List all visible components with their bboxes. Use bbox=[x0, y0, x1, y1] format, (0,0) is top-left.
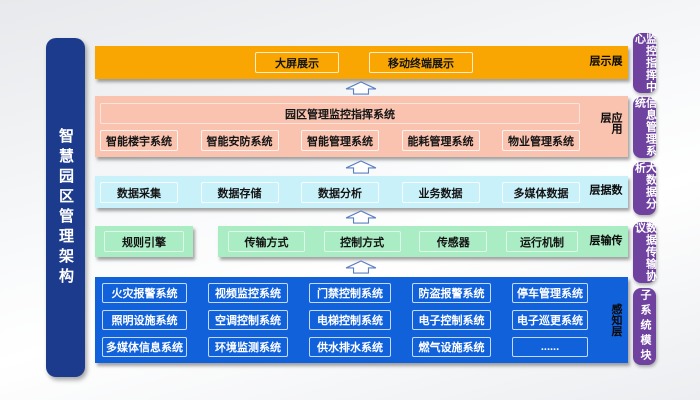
trans-item: 运行机制 bbox=[505, 231, 578, 252]
trans-items: 传输方式 控制方式 传感器 运行机制 bbox=[228, 231, 578, 252]
data-item: 业务数据 bbox=[401, 182, 480, 203]
sense-item: ...... bbox=[512, 337, 588, 357]
layer-label-perception: 感知层 bbox=[610, 303, 622, 337]
sense-item: 空调控制系统 bbox=[208, 310, 288, 330]
sense-grid: 火灾报警系统 视频监控系统 门禁控制系统 防盗报警系统 停车管理系统 照明设施系… bbox=[102, 283, 588, 357]
sense-item: 停车管理系统 bbox=[512, 283, 588, 303]
sense-item: 电子巡更系统 bbox=[512, 310, 588, 330]
tag-label: 信息管理系统 bbox=[633, 97, 657, 157]
app-item: 智能楼宇系统 bbox=[100, 130, 178, 151]
sense-item: 照明设施系统 bbox=[102, 310, 187, 330]
data-item: 多媒体数据 bbox=[502, 182, 580, 203]
layer-band-perception: 火灾报警系统 视频监控系统 门禁控制系统 防盗报警系统 停车管理系统 照明设施系… bbox=[95, 277, 628, 363]
sense-item: 环境监测系统 bbox=[208, 337, 288, 357]
app-item: 能耗管理系统 bbox=[401, 130, 480, 151]
data-item: 数据采集 bbox=[100, 182, 178, 203]
rule-engine-label: 规则引擎 bbox=[104, 231, 184, 252]
rule-engine-box: 规则引擎 bbox=[95, 226, 193, 257]
diagram-title-banner: 智慧园区管理架构 bbox=[46, 38, 85, 377]
layer-label-data: 数据层 bbox=[588, 184, 622, 195]
app-items: 智能楼宇系统 智能安防系统 智能管理系统 能耗管理系统 物业管理系统 bbox=[100, 130, 580, 151]
sense-item: 防盗报警系统 bbox=[412, 283, 491, 303]
data-items: 数据采集 数据存储 数据分析 业务数据 多媒体数据 bbox=[100, 182, 580, 203]
up-arrow-icon bbox=[344, 260, 378, 274]
tag-label: 监控指挥中心 bbox=[633, 33, 657, 93]
trans-item: 控制方式 bbox=[323, 231, 401, 252]
sense-item: 视频监控系统 bbox=[208, 283, 288, 303]
layer-label-transmission: 传输层 bbox=[588, 233, 622, 245]
sense-item: 电子控制系统 bbox=[412, 310, 491, 330]
trans-item: 传输方式 bbox=[228, 231, 305, 252]
layer-band-display: 大屏展示 移动终端展示 展示层 bbox=[95, 46, 628, 79]
tag-label: 大数据分析 bbox=[633, 162, 657, 210]
app-item: 智能管理系统 bbox=[301, 130, 379, 151]
up-arrow-icon bbox=[344, 210, 378, 224]
display-item: 大屏展示 bbox=[255, 52, 339, 73]
sense-item: 燃气设施系统 bbox=[412, 337, 491, 357]
tag-data-protocol: 数据传输协议 bbox=[633, 222, 657, 283]
tag-label: 数据传输协议 bbox=[633, 222, 657, 282]
tag-subsystem-module: 子系统模块 bbox=[633, 288, 656, 365]
data-item: 数据存储 bbox=[200, 182, 279, 203]
sense-item: 火灾报警系统 bbox=[102, 283, 187, 303]
app-header-box: 园区管理监控指挥系统 bbox=[100, 103, 580, 124]
up-arrow-icon bbox=[344, 81, 378, 95]
display-items: 大屏展示 移动终端展示 bbox=[255, 52, 473, 73]
sense-item: 多媒体信息系统 bbox=[102, 337, 187, 357]
display-item: 移动终端展示 bbox=[369, 52, 473, 73]
sense-item: 电梯控制系统 bbox=[309, 310, 391, 330]
app-item: 物业管理系统 bbox=[502, 130, 580, 151]
layer-band-application: 园区管理监控指挥系统 智能楼宇系统 智能安防系统 智能管理系统 能耗管理系统 物… bbox=[95, 96, 628, 157]
layer-label-display: 展示层 bbox=[588, 54, 622, 66]
tag-info-mgmt-system: 信息管理系统 bbox=[633, 97, 657, 158]
sense-item: 门禁控制系统 bbox=[309, 283, 391, 303]
tag-bigdata-analysis: 大数据分析 bbox=[633, 162, 657, 215]
layer-band-data: 数据采集 数据存储 数据分析 业务数据 多媒体数据 数据层 bbox=[95, 176, 628, 208]
tag-label: 子系统模块 bbox=[639, 289, 651, 364]
app-item: 智能安防系统 bbox=[200, 130, 279, 151]
trans-item: 传感器 bbox=[419, 231, 488, 252]
up-arrow-icon bbox=[344, 160, 378, 174]
sense-item: 供水排水系统 bbox=[309, 337, 391, 357]
layer-label-application: 应用层 bbox=[599, 111, 622, 134]
tag-command-center: 监控指挥中心 bbox=[633, 33, 657, 93]
layer-band-transmission: 传输方式 控制方式 传感器 运行机制 传输层 bbox=[218, 226, 628, 257]
data-item: 数据分析 bbox=[301, 182, 379, 203]
diagram-title: 智慧园区管理架构 bbox=[57, 127, 74, 288]
